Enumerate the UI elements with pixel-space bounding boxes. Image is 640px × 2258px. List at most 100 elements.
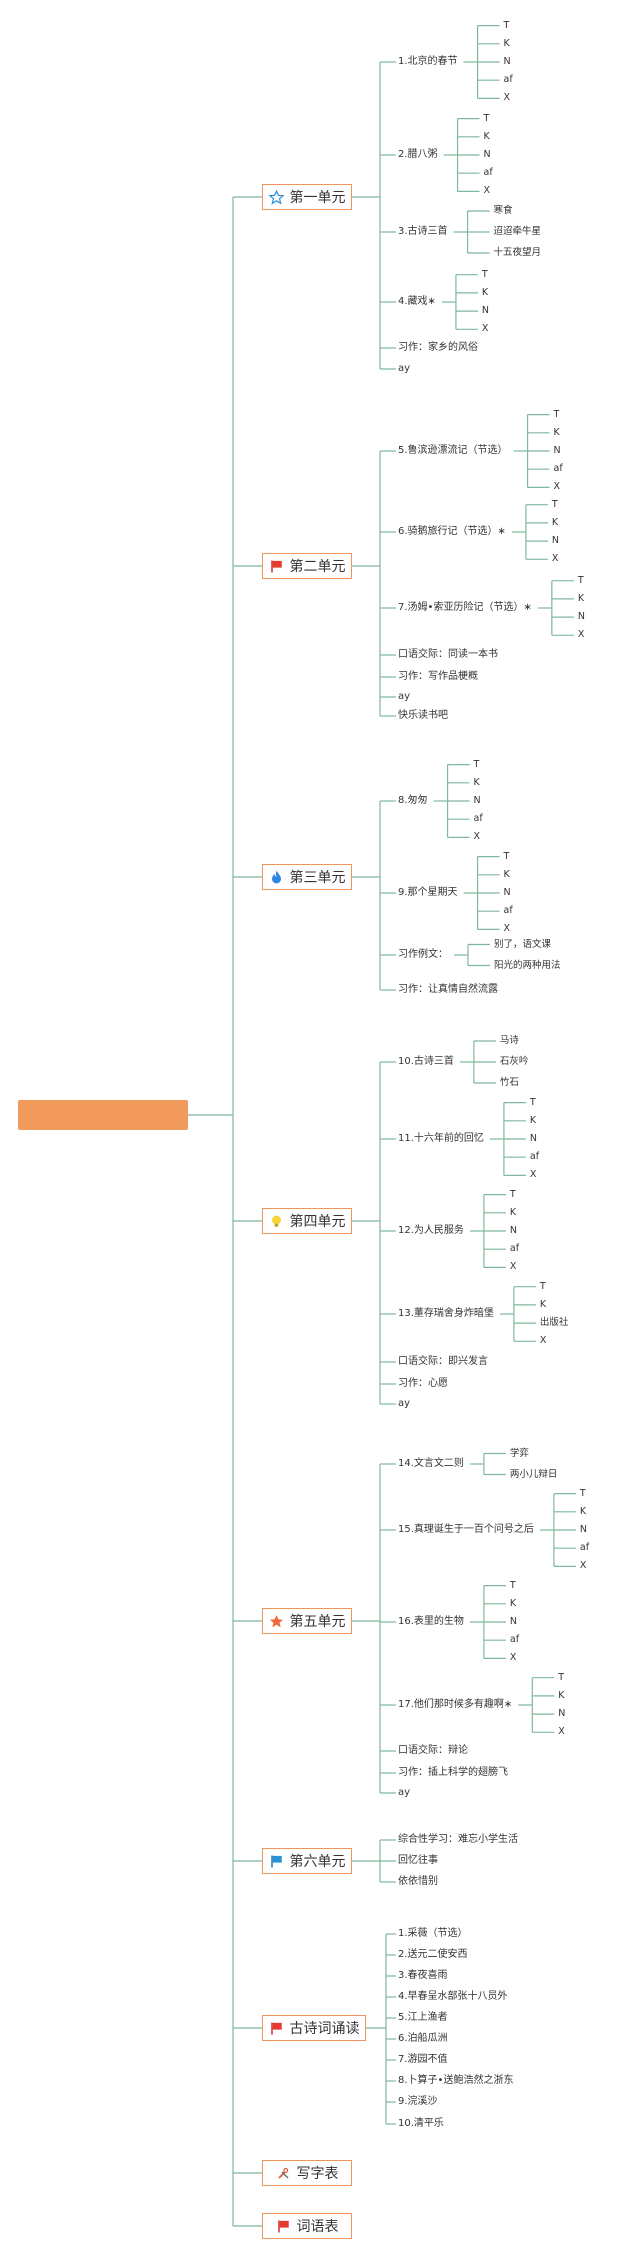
leaf-label: T [529, 1096, 536, 1108]
leaf-label: T [509, 1579, 516, 1591]
lesson-label: 5.鲁滨逊漂流记（节选） [398, 445, 508, 456]
unit-label: 第四单元 [289, 1214, 346, 1230]
leaf-label: af [503, 74, 513, 86]
flag-icon [276, 2218, 292, 2234]
leaf-label: K [577, 592, 585, 604]
unit-node[interactable]: 第三单元 [262, 864, 352, 890]
unit-label: 第一单元 [289, 190, 346, 206]
leaf-label: af [509, 1243, 520, 1255]
unit-node[interactable]: 第一单元 [262, 184, 352, 210]
unit-label: 第五单元 [289, 1614, 346, 1630]
lesson-label: 习作：心愿 [398, 1378, 448, 1389]
leaf-label: 阳光的两种用法 [494, 959, 561, 971]
lesson-label: 17.他们那时候多有趣啊∗ [398, 1699, 513, 1710]
leaf-label: X [481, 323, 489, 335]
leaf-label: X [577, 629, 585, 641]
leaf-label: T [553, 408, 560, 420]
root-node[interactable] [18, 1100, 188, 1130]
lesson-label: 1.北京的春节 [398, 56, 458, 67]
leaf-label: N [509, 1225, 518, 1236]
unit-node[interactable]: 古诗词诵读 [262, 2015, 366, 2041]
leaf-label: N [579, 1524, 588, 1535]
leaf-label: K [509, 1597, 517, 1609]
unit-node[interactable]: 第二单元 [262, 553, 352, 579]
lesson-label: 依依惜别 [398, 1876, 438, 1887]
unit-node[interactable]: 第四单元 [262, 1208, 352, 1234]
leaf-label: 两小儿辩日 [509, 1468, 558, 1480]
leaf-label: K [529, 1114, 537, 1126]
lesson-label: 口语交际：同读一本书 [398, 649, 498, 660]
flag-icon [269, 558, 285, 574]
leaf-label: af [483, 167, 493, 179]
lesson-label: 快乐读书吧 [398, 710, 448, 721]
lesson-label: ay [398, 1787, 411, 1798]
lesson-label: 2.送元二使安西 [398, 1949, 468, 1960]
lesson-label: 4.早春呈水部张十八员外 [398, 1991, 508, 2002]
leaf-label: N [529, 1133, 538, 1144]
flame-icon [269, 869, 285, 885]
leaf-label: K [539, 1298, 547, 1310]
lesson-label: 8.匆匆 [398, 795, 428, 806]
leaf-label: 马诗 [499, 1035, 519, 1046]
unit-node[interactable]: 词语表 [262, 2213, 352, 2239]
leaf-label: N [551, 535, 560, 547]
leaf-label: 别了，语文课 [494, 938, 552, 950]
lesson-label: 习作：家乡的风俗 [398, 342, 478, 353]
leaf-label: N [503, 56, 511, 67]
leaf-label: 竹石 [499, 1077, 519, 1088]
lesson-label: 9.那个星期天 [398, 887, 458, 898]
lesson-label: 9.浣溪沙 [398, 2096, 438, 2107]
lesson-label: 6.骑鹅旅行记（节选）∗ [398, 526, 506, 537]
unit-node[interactable]: 第五单元 [262, 1608, 352, 1634]
lesson-label: 14.文言文二则 [398, 1458, 464, 1469]
leaf-label: K [558, 1689, 565, 1701]
lesson-label: 11.十六年前的回忆 [398, 1133, 484, 1144]
lesson-label: 7.游园不值 [398, 2054, 448, 2065]
leaf-label: N [577, 611, 585, 623]
lesson-label: 5.江上渔者 [398, 2012, 448, 2023]
lesson-label: 回忆往事 [398, 1855, 438, 1866]
lesson-label: 习作例文： [398, 949, 448, 960]
unit-label: 第六单元 [289, 1854, 346, 1870]
unit-label: 词语表 [296, 2219, 339, 2235]
leaf-label: X [509, 1652, 517, 1664]
lesson-label: 15.真理诞生于一百个问号之后 [398, 1524, 534, 1535]
lesson-label: ay [398, 1398, 411, 1409]
lesson-label: 7.汤姆•索亚历险记（节选）∗ [398, 602, 532, 613]
leaf-label: K [551, 516, 559, 528]
lightbulb-icon [269, 1213, 285, 1229]
blue-flag-icon [269, 1853, 285, 1869]
leaf-label: T [503, 19, 510, 31]
lesson-label: 12.为人民服务 [398, 1225, 464, 1236]
unit-node[interactable]: 写字表 [262, 2160, 352, 2186]
unit-node[interactable]: 第六单元 [262, 1848, 352, 1874]
leaf-label: X [553, 481, 561, 493]
leaf-label: T [481, 268, 488, 280]
leaf-label: X [551, 553, 559, 565]
lesson-label: 3.春夜喜雨 [398, 1970, 448, 1981]
leaf-label: T [579, 1487, 586, 1499]
leaf-label: af [579, 1542, 590, 1554]
lesson-label: 综合性学习：难忘小学生活 [398, 1834, 518, 1845]
unit-label: 第三单元 [289, 870, 346, 886]
leaf-label: 学弈 [509, 1447, 529, 1459]
lesson-label: 1.采薇（节选） [398, 1928, 468, 1939]
leaf-label: T [473, 758, 480, 770]
leaf-label: K [509, 1206, 517, 1218]
leaf-label: af [529, 1151, 540, 1163]
leaf-label: N [558, 1708, 566, 1720]
leaf-label: X [539, 1335, 547, 1347]
leaf-label: X [473, 831, 481, 843]
leaf-label: K [503, 37, 510, 49]
leaf-label: T [558, 1671, 565, 1683]
leaf-label: T [483, 112, 490, 124]
leaf-label: K [579, 1505, 587, 1517]
lesson-label: 习作：插上科学的翅膀飞 [398, 1767, 508, 1778]
leaf-label: N [483, 149, 491, 160]
leaf-label: K [481, 286, 489, 298]
leaf-label: X [529, 1169, 537, 1181]
lesson-label: 2.腊八粥 [398, 149, 438, 160]
leaf-label: T [577, 574, 584, 586]
lesson-label: ay [398, 691, 411, 702]
lesson-label: ay [398, 363, 411, 374]
